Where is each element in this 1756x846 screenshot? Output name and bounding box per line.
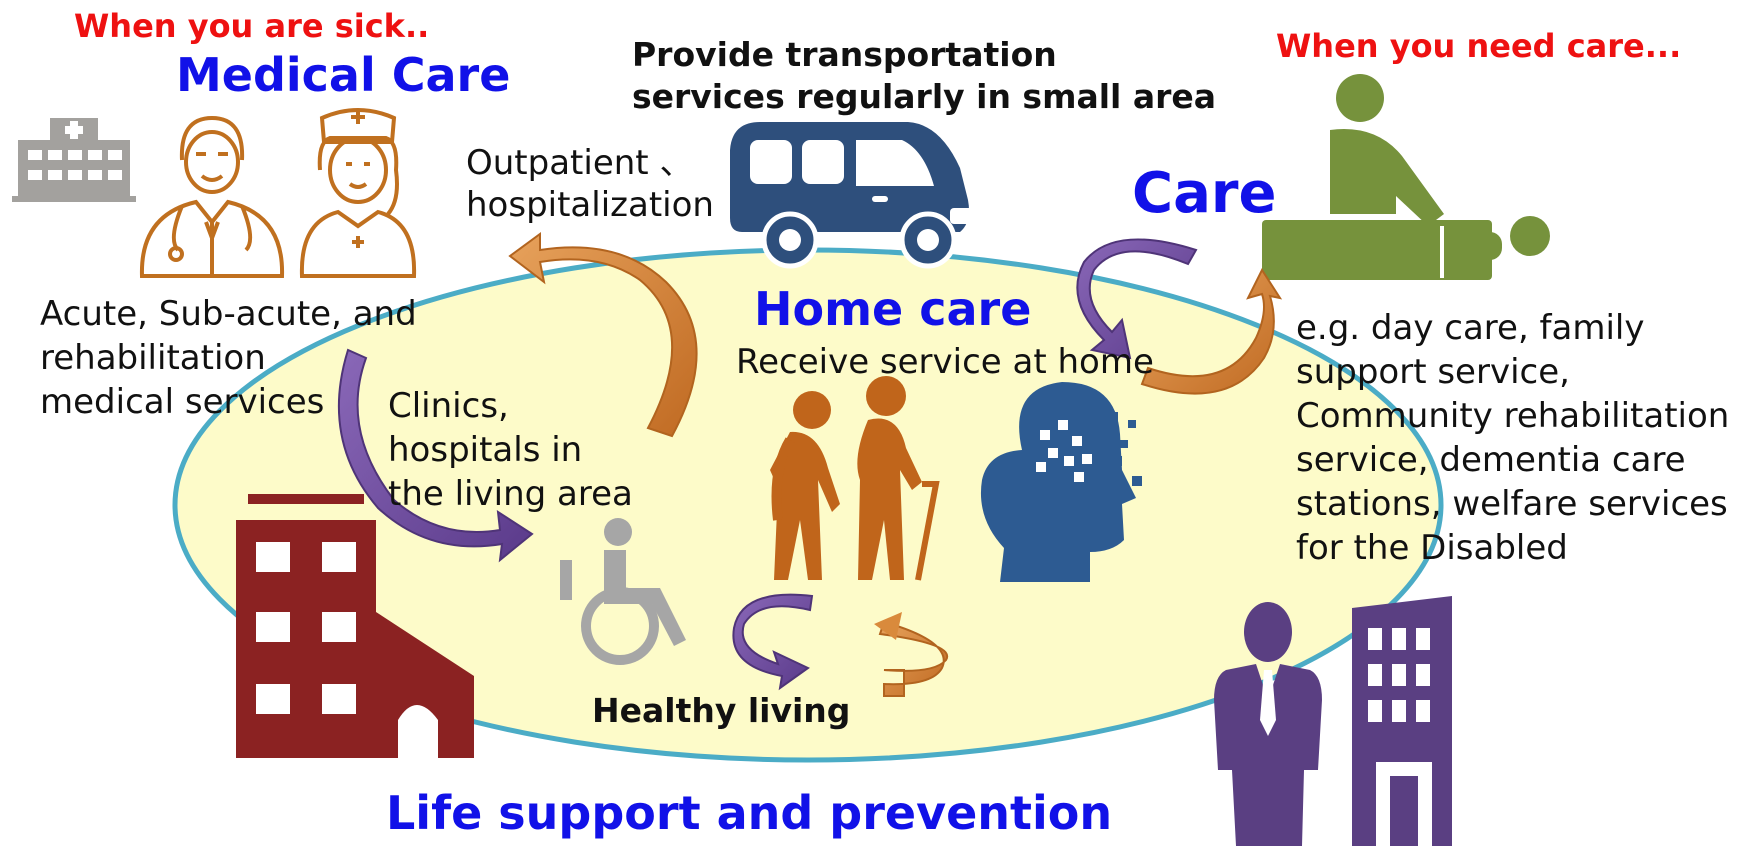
transport-label: Provide transportation services regularl…	[632, 35, 1217, 116]
life-support-title: Life support and prevention	[386, 786, 1113, 840]
arrow-to-clinic	[337, 348, 534, 563]
medical-services-text: Acute, Sub-acute, and rehabilitation med…	[40, 294, 417, 422]
care-when-label: When you need care...	[1276, 27, 1682, 65]
outpatient-label: Outpatient 、 hospitalization	[466, 143, 714, 225]
wheelchair-icon	[560, 518, 686, 665]
office-building-icon	[1352, 596, 1452, 846]
dementia-head-icon	[980, 382, 1142, 582]
doctor-icon	[139, 115, 285, 278]
medical-care-title: Medical Care	[176, 48, 511, 102]
healthy-living-label: Healthy living	[592, 691, 851, 730]
businessman-icon	[1214, 602, 1322, 846]
clinics-label: Clinics, hospitals in the living area	[388, 386, 633, 514]
cycle-arrow-orange	[874, 612, 949, 697]
home-care-title: Home care	[754, 282, 1032, 336]
nurse-icon	[299, 108, 417, 278]
elderly-couple-icon	[770, 376, 940, 581]
local-building-icon	[236, 494, 474, 758]
home-care-subtitle: Receive service at home	[736, 342, 1154, 382]
medical-when-label: When you are sick..	[74, 7, 430, 45]
hospital-icon	[12, 118, 136, 202]
arrow-from-care	[1140, 267, 1283, 395]
arrow-to-hospital	[508, 232, 698, 438]
care-title: Care	[1132, 161, 1277, 226]
van-icon	[730, 122, 976, 269]
caregiver-icon	[1262, 74, 1550, 280]
arrow-to-care	[1076, 238, 1198, 360]
care-examples-text: e.g. day care, family support service, C…	[1296, 308, 1730, 568]
cycle-arrow-purple	[732, 593, 814, 691]
